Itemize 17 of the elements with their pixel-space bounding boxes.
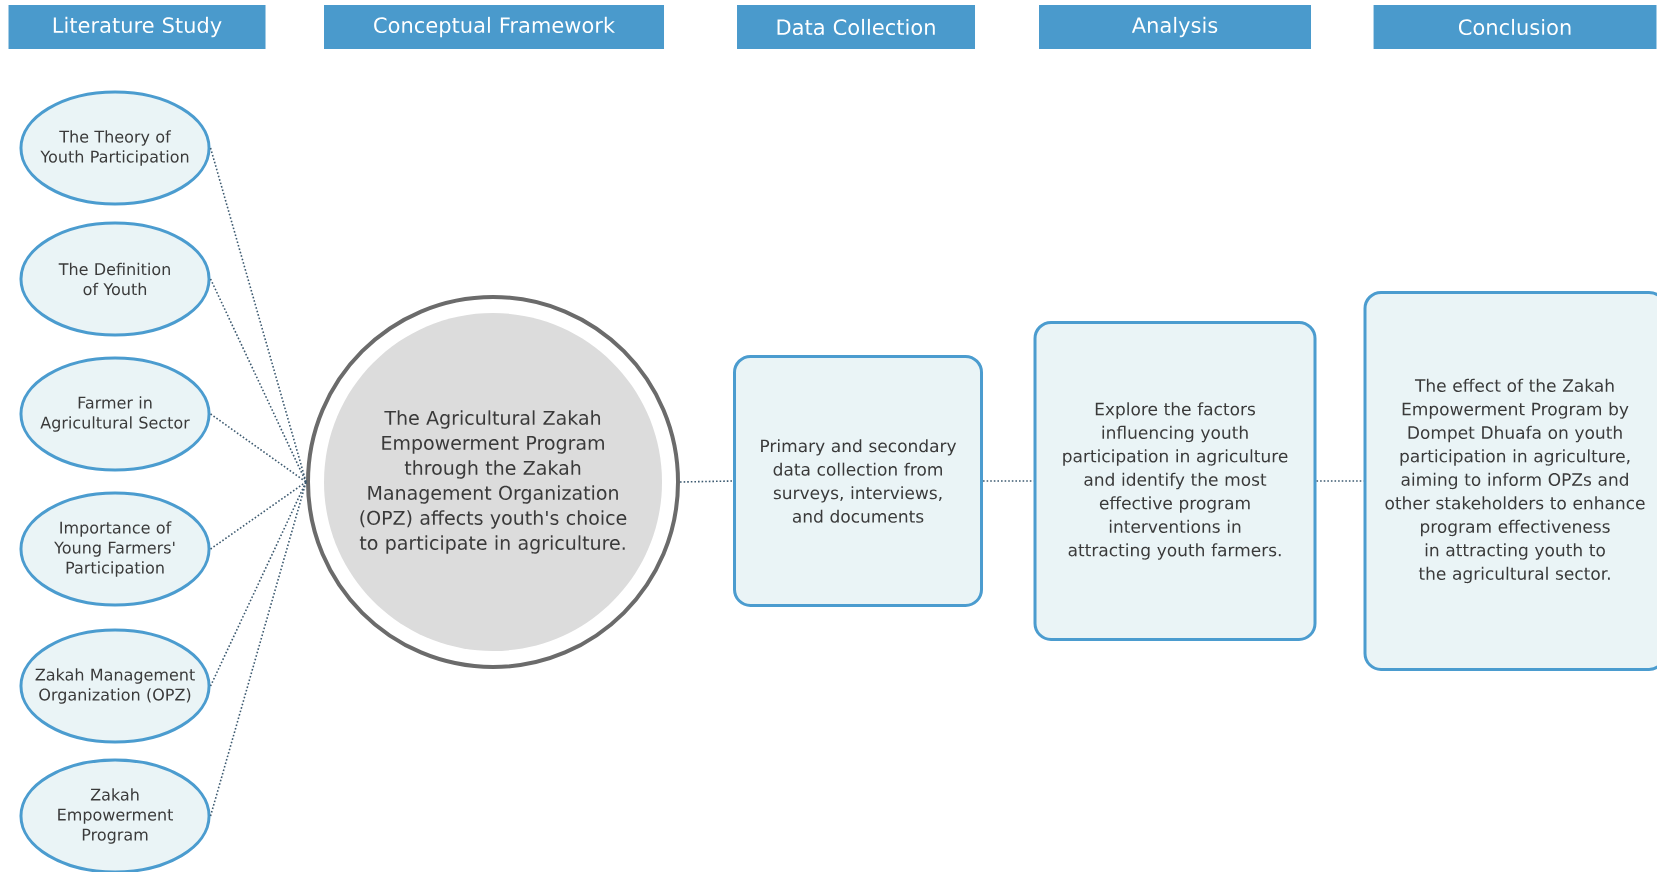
stage-header: Conclusion (1373, 5, 1657, 49)
connector-line (209, 481, 307, 817)
connector-line (1315, 480, 1365, 482)
connector-line (209, 481, 307, 550)
stage-header: Analysis (1039, 5, 1311, 49)
stage-header: Literature Study (8, 5, 266, 49)
stage-box: Primary and secondary data collection from surveys, interviews, and documents (733, 355, 983, 607)
connector-line (679, 480, 734, 483)
connector-line (209, 481, 307, 687)
connector-line (209, 413, 307, 483)
stage-box: The effect of the Zakah Empowerment Program by Dompet Dhuafa on youth participation in agriculture, aiming to inform OPZs and other stakeholders to enhance program effectiveness in attracting youth to the agricultural sector. (1363, 291, 1657, 671)
stage-header: Data Collection (737, 5, 975, 49)
connector-line (209, 147, 307, 483)
stage-header: Conceptual Framework (324, 5, 664, 49)
connector-line (209, 278, 307, 483)
stage-box: Explore the factors influencing youth participation in agriculture and identify the most effective program interventions in attracting youth farmers. (1033, 321, 1317, 641)
connector-line (982, 480, 1035, 482)
